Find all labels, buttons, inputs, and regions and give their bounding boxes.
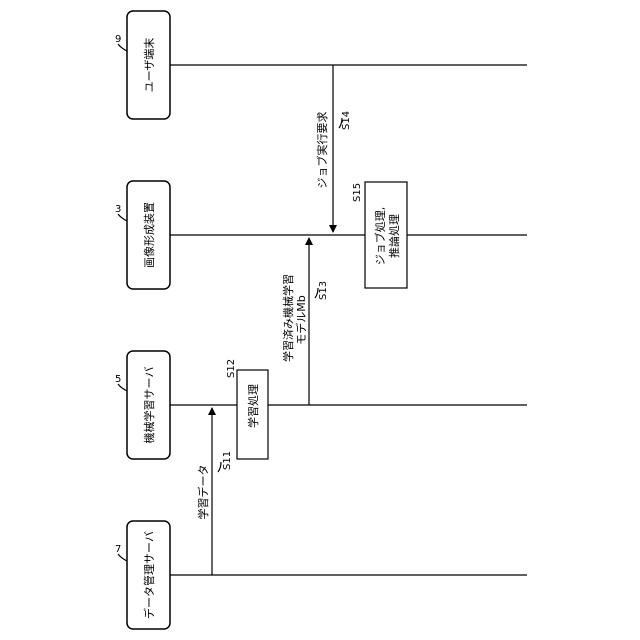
step-s15-label-line2: 推論処理 (387, 214, 401, 258)
node-data-server: データ管理サーバ 7 (115, 521, 170, 629)
step-s13-id: S13 (318, 281, 329, 300)
step-s14: ジョブ実行要求 S14 (315, 65, 352, 232)
step-s11-id: S11 (222, 451, 233, 470)
step-s12-label: 学習処理 (246, 384, 260, 428)
node-data-server-label: データ管理サーバ (142, 531, 156, 619)
step-s11: 学習データ S11 (196, 408, 233, 575)
step-s15-label-line1: ジョブ処理, (373, 207, 387, 266)
step-s11-label: 学習データ (196, 465, 210, 520)
node-image-forming-ref: 3 (115, 204, 121, 215)
node-image-forming-leader (118, 214, 127, 221)
node-user-terminal-ref: 9 (115, 34, 121, 45)
step-s13-label-line2: モデルMb (294, 295, 308, 344)
node-user-terminal-label: ユーザ端末 (142, 38, 156, 93)
node-user-terminal-leader (118, 44, 127, 51)
step-s13-label-line1: 学習済み機械学習 (281, 274, 295, 362)
node-ml-server-leader (118, 384, 127, 391)
step-s12-id: S12 (226, 359, 237, 378)
node-data-server-leader (118, 554, 127, 561)
node-image-forming: 画像形成装置 3 (115, 181, 170, 289)
node-ml-server: 機械学習サーバ 5 (115, 351, 170, 459)
step-s15-id: S15 (352, 183, 363, 202)
node-ml-server-ref: 5 (115, 374, 121, 385)
step-s12: 学習処理 S12 (226, 359, 268, 459)
step-s14-label: ジョブ実行要求 (315, 112, 329, 189)
node-data-server-ref: 7 (115, 544, 121, 555)
node-user-terminal: ユーザ端末 9 (115, 11, 170, 119)
node-ml-server-label: 機械学習サーバ (142, 367, 156, 444)
step-s14-id: S14 (341, 111, 352, 130)
step-s13: 学習済み機械学習 モデルMb S13 (281, 238, 329, 405)
node-image-forming-label: 画像形成装置 (143, 202, 156, 268)
step-s11-leader (218, 462, 221, 472)
